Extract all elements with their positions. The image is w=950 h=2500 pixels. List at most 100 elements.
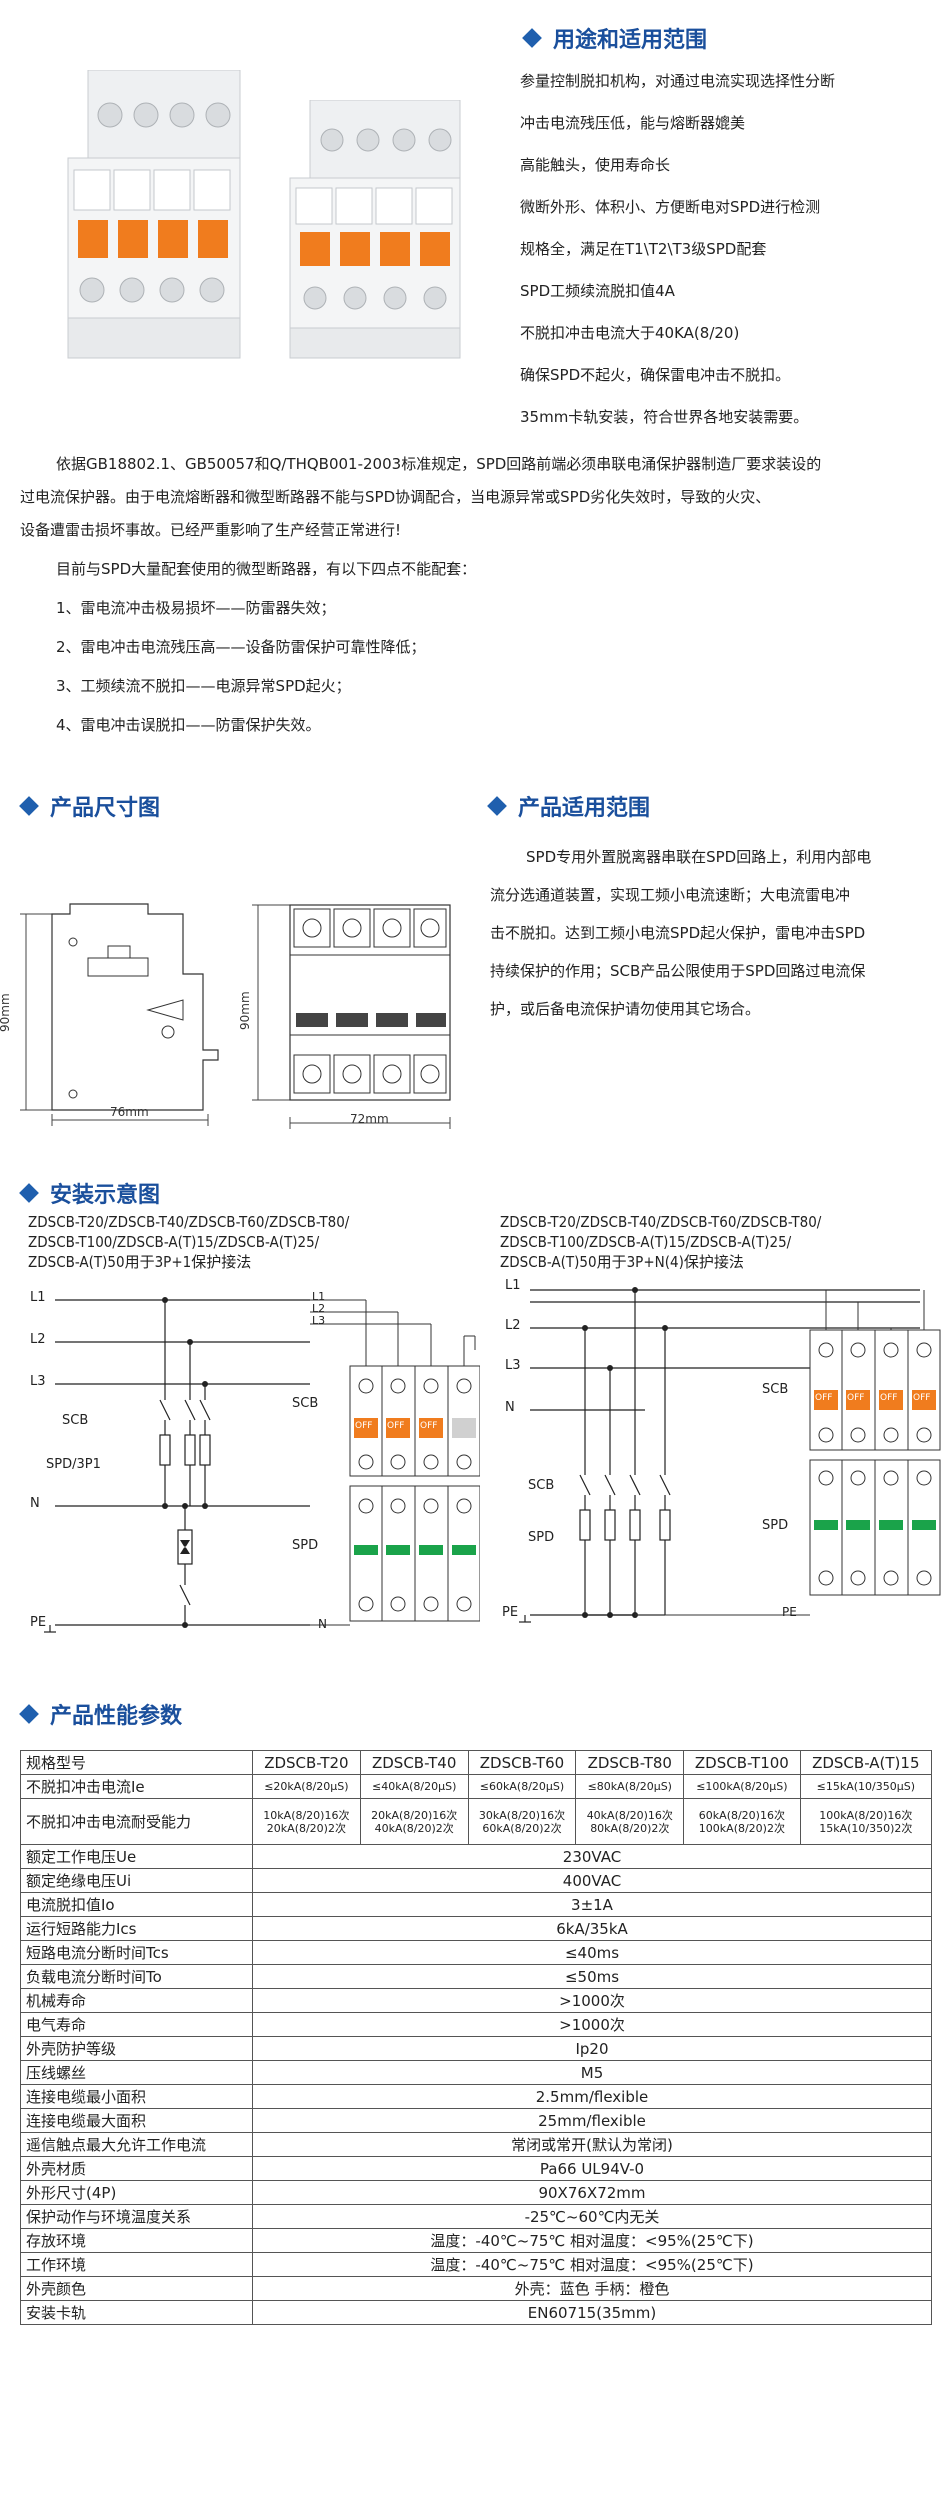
side-view-drawing <box>20 903 219 1126</box>
spec-value: 3±1A <box>252 1892 932 1917</box>
table-row: 不脱扣冲击电流Ie ≤20kA(8/20μS) ≤40kA(8/20μS) ≤6… <box>20 1774 933 1799</box>
table-row: 遥信触点最大允许工作电流常闭或常开(默认为常闭) <box>20 2132 932 2157</box>
scope-heading: 产品适用范围 <box>487 790 650 822</box>
spec-value: 温度：-40℃~75℃ 相对温度：<95%(25℃下) <box>252 2252 932 2277</box>
label-r-device-scb: SCB <box>762 1382 789 1397</box>
spec-label: 连接电缆最大面积 <box>20 2108 253 2133</box>
table-row: 电气寿命>1000次 <box>20 2012 932 2037</box>
label-pe: PE <box>30 1615 47 1630</box>
spec-value: >1000次 <box>252 1988 932 2013</box>
usage-line: 确保SPD不起火，确保雷电冲击不脱扣。 <box>520 366 791 384</box>
spec-label: 外壳材质 <box>20 2156 253 2181</box>
spec-label: 外形尺寸(4P) <box>20 2180 253 2205</box>
product-photo-right <box>289 100 461 359</box>
spec-label: 运行短路能力Ics <box>20 1916 253 1941</box>
spec-label: 保护动作与环境温度关系 <box>20 2204 253 2229</box>
spec-value: -25℃~60℃内无关 <box>252 2204 932 2229</box>
label-r-device-spd: SPD <box>762 1518 789 1533</box>
front-view-drawing <box>252 904 451 1129</box>
scope-line: 流分选通道装置，实现工频小电流速断；大电流雷电冲 <box>490 886 851 904</box>
table-row: 保护动作与环境温度关系-25℃~60℃内无关 <box>20 2204 932 2229</box>
spec-label: 机械寿命 <box>20 1988 253 2013</box>
usage-heading: 用途和适用范围 <box>522 22 707 54</box>
spec-label: 短路电流分断时间Tcs <box>20 1940 253 1965</box>
off-label: OFF <box>815 1393 833 1403</box>
label-device-l3: L3 <box>312 1314 326 1327</box>
spec-label: 压线螺丝 <box>20 2060 253 2085</box>
label-l2: L2 <box>30 1332 46 1347</box>
intro-line: 3、工频续流不脱扣——电源异常SPD起火； <box>56 677 351 695</box>
spec-value: 90X76X72mm <box>252 2180 932 2205</box>
spec-table: 规格型号 ZDSCB-T20 ZDSCB-T40 ZDSCB-T60 ZDSCB… <box>20 1750 933 2325</box>
label-device-scb: SCB <box>292 1396 319 1411</box>
spec-value: EN60715(35mm) <box>252 2300 932 2325</box>
params-heading: 产品性能参数 <box>19 1698 182 1730</box>
spec-label: 安装卡轨 <box>20 2300 253 2325</box>
label-r-scb: SCB <box>528 1478 555 1493</box>
usage-line: 规格全，满足在T1\T2\T3级SPD配套 <box>520 240 767 258</box>
install-right-diagram <box>519 1287 941 1623</box>
intro-line: 1、雷电流冲击极易损坏——防雷器失效； <box>56 599 336 617</box>
install-left-caption: ZDSCB-T20/ZDSCB-T40/ZDSCB-T60/ZDSCB-T80/… <box>28 1213 350 1271</box>
spec-label: 工作环境 <box>20 2252 253 2277</box>
spec-label: 连接电缆最小面积 <box>20 2084 253 2109</box>
install-right-caption: ZDSCB-T20/ZDSCB-T40/ZDSCB-T60/ZDSCB-T80/… <box>500 1213 822 1271</box>
off-label: OFF <box>387 1421 405 1431</box>
label-l3: L3 <box>30 1374 46 1389</box>
label-device-n: N <box>318 1617 327 1631</box>
intro-line: 目前与SPD大量配套使用的微型断路器，有以下四点不能配套： <box>56 560 477 578</box>
spec-value: Ip20 <box>252 2036 932 2061</box>
off-label: OFF <box>880 1393 898 1403</box>
spec-value: 常闭或常开(默认为常闭) <box>252 2132 932 2157</box>
off-label: OFF <box>355 1421 373 1431</box>
table-row: 负载电流分断时间To≤50ms <box>20 1964 932 1989</box>
table-row: 外形尺寸(4P)90X76X72mm <box>20 2180 932 2205</box>
spec-value: ≤50ms <box>252 1964 932 1989</box>
front-width-label: 72mm <box>350 1112 389 1126</box>
usage-line: SPD工频续流脱扣值4A <box>520 282 675 300</box>
diamond-icon <box>19 796 39 816</box>
table-row: 机械寿命>1000次 <box>20 1988 932 2013</box>
dimensions-heading: 产品尺寸图 <box>19 790 160 822</box>
intro-paragraph: 依据GB18802.1、GB50057和Q/THQB001-2003标准规定，S… <box>20 448 935 742</box>
spec-label: 电流脱扣值Io <box>20 1892 253 1917</box>
spec-label: 外壳颜色 <box>20 2276 253 2301</box>
table-row: 外壳颜色外壳：蓝色 手柄：橙色 <box>20 2276 932 2301</box>
side-width-label: 76mm <box>110 1105 149 1119</box>
off-label: OFF <box>847 1393 865 1403</box>
install-heading: 安装示意图 <box>19 1177 160 1209</box>
label-r-n: N <box>505 1400 515 1415</box>
product-photo-left <box>67 70 241 359</box>
scope-line: SPD专用外置脱离器串联在SPD回路上，利用内部电 <box>526 848 872 866</box>
spec-label: 存放环境 <box>20 2228 253 2253</box>
intro-line: 4、雷电冲击误脱扣——防雷保护失效。 <box>56 716 321 734</box>
spec-label: 外壳防护等级 <box>20 2036 253 2061</box>
usage-line: 微断外形、体积小、方便断电对SPD进行检测 <box>520 198 821 216</box>
usage-line: 高能触头，使用寿命长 <box>520 156 671 174</box>
intro-line: 2、雷电冲击电流残压高——设备防雷保护可靠性降低； <box>56 638 426 656</box>
label-n: N <box>30 1496 40 1511</box>
label-r-pe: PE <box>502 1605 519 1620</box>
intro-line: 设备遭雷击损坏事故。已经严重影响了生产经营正常进行! <box>20 521 402 539</box>
label-r-device-pe: PE <box>782 1605 797 1619</box>
usage-line: 冲击电流残压低，能与熔断器媲美 <box>520 114 746 132</box>
usage-line: 35mm卡轨安装，符合世界各地安装需要。 <box>520 408 809 426</box>
spec-value: 25mm/flexible <box>252 2108 932 2133</box>
label-r-l3: L3 <box>505 1358 521 1373</box>
install-left-diagram <box>44 1297 480 1633</box>
spec-value: 6kA/35kA <box>252 1916 932 1941</box>
spec-value: 230VAC <box>252 1844 932 1869</box>
table-row: 短路电流分断时间Tcs≤40ms <box>20 1940 932 1965</box>
table-row: 存放环境温度：-40℃~75℃ 相对温度：<95%(25℃下) <box>20 2228 932 2253</box>
spec-label: 额定工作电压Ue <box>20 1844 253 1869</box>
spec-label: 负载电流分断时间To <box>20 1964 253 1989</box>
spec-value: 2.5mm/flexible <box>252 2084 932 2109</box>
scope-line: 持续保护的作用；SCB产品公限使用于SPD回路过电流保 <box>490 962 866 980</box>
